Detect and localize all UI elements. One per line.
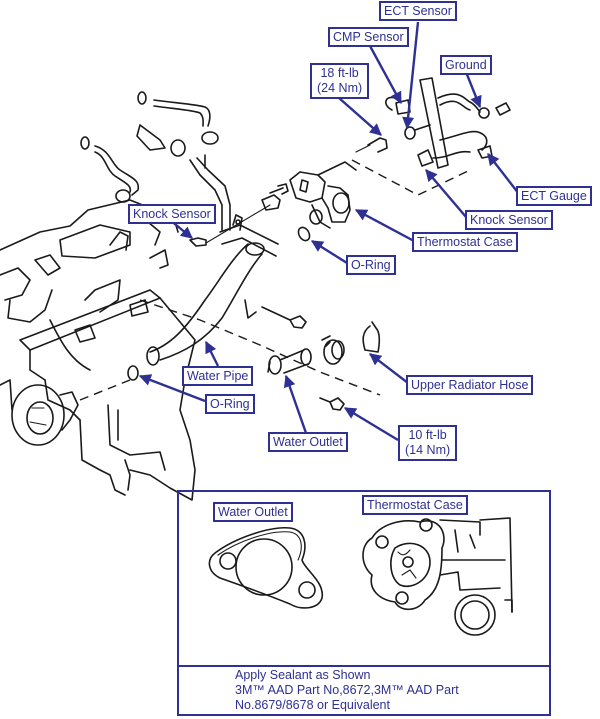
callout-ect-sensor: ECT Sensor	[379, 1, 457, 21]
callout-leaders	[138, 21, 520, 442]
callout-o-ring-upper: O-Ring	[346, 255, 396, 275]
callout-cmp-sensor: CMP Sensor	[328, 27, 409, 47]
callout-ect-gauge: ECT Gauge	[516, 186, 592, 206]
inset-label-thermostat-case: Thermostat Case	[362, 495, 468, 515]
assembly-line-oring	[79, 379, 131, 401]
knock-sensor-bolt-line	[205, 204, 271, 244]
thermostat-case-part	[269, 137, 388, 229]
sealant-note: Apply Sealant as Shown 3M™ AAD Part No,8…	[235, 668, 459, 713]
inset-thermostat-case	[362, 517, 513, 636]
o-ring-lower-part	[127, 365, 139, 381]
callout-ground: Ground	[440, 55, 492, 75]
inset-water-outlet-gasket	[208, 527, 323, 609]
assembly-line-main	[139, 299, 381, 396]
callout-torque-10ftlb: 10 ft-lb (14 Nm)	[398, 425, 458, 461]
sealant-inset-panel: Apply Sealant as Shown 3M™ AAD Part No,8…	[177, 490, 551, 716]
callout-upper-radiator-hose: Upper Radiator Hose	[406, 375, 534, 395]
callout-thermostat-case: Thermostat Case	[412, 232, 518, 252]
bolt-upper-left	[261, 194, 281, 211]
bolt-lower	[319, 397, 345, 411]
callout-water-pipe: Water Pipe	[182, 366, 254, 386]
sealant-note-line-3: No.8679/8678 or Equivalent	[235, 698, 390, 712]
callout-o-ring-lower: O-Ring	[205, 394, 255, 414]
hose-clamp-part	[321, 335, 345, 365]
water-outlet-part	[267, 348, 312, 375]
bolt-middle	[261, 306, 307, 329]
callout-knock-sensor-right: Knock Sensor	[465, 210, 553, 230]
sensor-harness	[385, 77, 511, 169]
hoses-upper-left	[80, 91, 231, 231]
callout-torque-18ftlb: 18 ft-lb (24 Nm)	[310, 63, 370, 99]
upper-radiator-hose-part	[362, 321, 381, 353]
sealant-note-line-2: 3M™ AAD Part No,8672,3M™ AAD Part	[235, 683, 459, 697]
callout-water-outlet: Water Outlet	[268, 432, 348, 452]
torque-14-nm-text: (14 Nm)	[405, 443, 451, 457]
water-pipe	[146, 214, 279, 366]
knock-sensor-left-part	[189, 237, 207, 247]
torque-10-ftlb-text: 10 ft-lb	[408, 428, 447, 442]
assembly-line-upper	[351, 159, 471, 196]
torque-24-nm-text: (24 Nm)	[317, 81, 363, 95]
inset-divider	[179, 665, 549, 667]
engine-block	[0, 199, 196, 501]
o-ring-upper-part	[297, 226, 311, 242]
inset-label-water-outlet: Water Outlet	[213, 502, 293, 522]
torque-18-ftlb-text: 18 ft-lb	[320, 66, 359, 80]
callout-knock-sensor-left: Knock Sensor	[128, 204, 216, 224]
sealant-note-line-1: Apply Sealant as Shown	[235, 668, 371, 682]
